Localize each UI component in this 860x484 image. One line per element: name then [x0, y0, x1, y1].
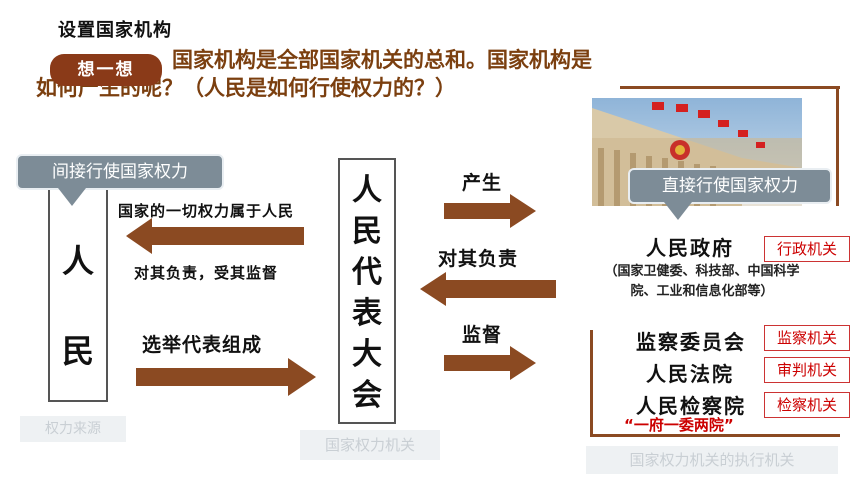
state-power-organ-label: 国家权力机关: [300, 430, 440, 460]
arrow-right-bottom: [136, 358, 316, 396]
congress-char: 表: [352, 296, 382, 331]
org-government: 人民政府: [646, 236, 734, 260]
tag-supervisory: 监察机关: [764, 325, 850, 351]
supervise-text: 监督: [462, 324, 503, 346]
congress-char: 大: [352, 337, 382, 372]
people-box: 人 民: [48, 174, 108, 402]
power-source-label: 权力来源: [20, 416, 126, 442]
government-examples: （国家卫健委、科技部、中国科学院、工业和信息化部等）: [604, 264, 800, 299]
right-panel-frame-side: [836, 86, 839, 206]
org-procuratorate: 人民检察院: [636, 394, 746, 418]
people-char: 人: [61, 242, 94, 280]
org-supervisory-commission: 监察委员会: [636, 330, 746, 354]
page-title: 设置国家机构: [58, 20, 172, 41]
congress-char: 人: [352, 173, 382, 208]
callout-tail: [664, 202, 692, 220]
elect-text: 选举代表组成: [142, 334, 263, 356]
arrow-left-top: [126, 218, 304, 254]
tag-judicial: 审判机关: [764, 357, 850, 383]
congress-box: 人 民 代 表 大 会: [338, 158, 396, 424]
tag-procuratorial: 检察机关: [764, 392, 850, 418]
responsible-supervised-text: 对其负责，受其监督: [134, 264, 279, 282]
arrow-right-supervise: [444, 346, 536, 380]
callout-tail: [58, 188, 86, 206]
tag-administrative: 行政机关: [764, 236, 850, 262]
produce-text: 产生: [462, 172, 503, 194]
direct-power-callout: 直接行使国家权力: [628, 168, 832, 204]
arrow-left-responsible: [420, 272, 556, 306]
right-panel-frame-left: [590, 330, 593, 436]
think-badge: 想一想: [50, 54, 162, 86]
executive-organ-label: 国家权力机关的执行机关: [586, 446, 838, 474]
congress-char: 会: [352, 378, 382, 413]
one-gov-one-com-two-courts: “一府一委两院”: [624, 416, 734, 434]
right-panel-frame-top: [620, 86, 840, 89]
congress-char: 代: [352, 255, 382, 290]
all-power-text: 国家的一切权力属于人民: [118, 202, 295, 220]
org-court: 人民法院: [646, 362, 734, 386]
arrow-right-produce: [444, 194, 536, 228]
responsible-text: 对其负责: [438, 248, 519, 270]
people-char: 民: [61, 332, 94, 370]
right-panel-frame-bottom: [590, 434, 840, 437]
indirect-power-callout: 间接行使国家权力: [16, 154, 224, 190]
congress-char: 民: [352, 214, 382, 249]
